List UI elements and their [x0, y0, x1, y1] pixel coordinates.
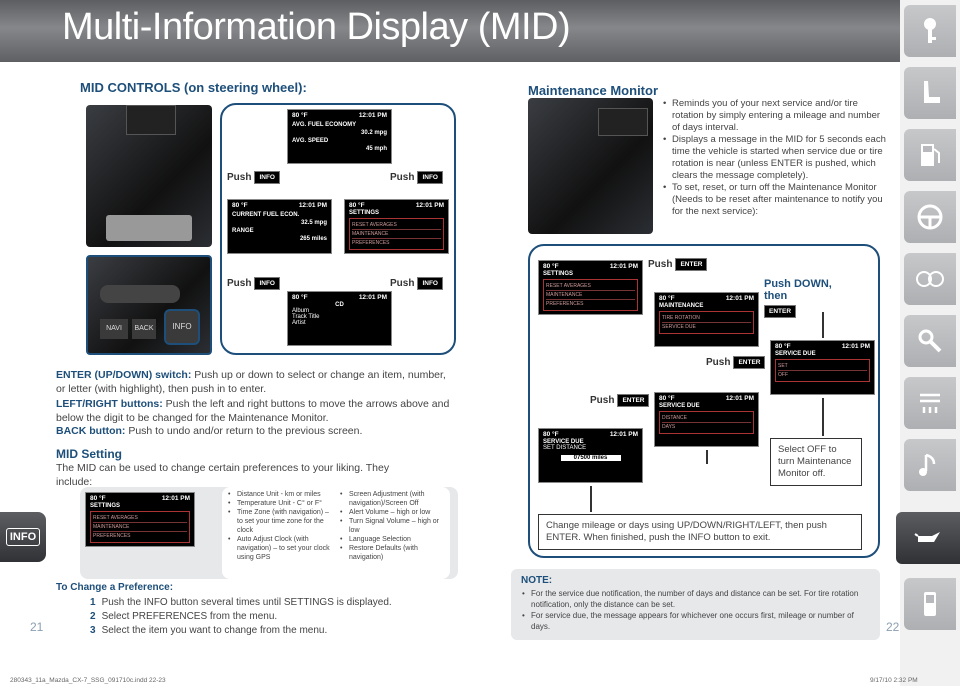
prefs-list-1: Distance Unit - km or milesTemperature U… [227, 490, 333, 576]
steering-controls-photo: NAVI BACK INFO [86, 255, 212, 355]
key-icon[interactable] [904, 5, 956, 57]
climate-icon[interactable] [904, 377, 956, 429]
steering-wheel-icon[interactable] [904, 191, 956, 243]
fuel-icon[interactable] [904, 129, 956, 181]
info-section-tab[interactable]: INFO [0, 512, 46, 562]
flow-arrow [590, 486, 592, 512]
section-sidebar [896, 0, 960, 686]
page-number-left: 21 [30, 620, 44, 634]
page-number-right: 22 [886, 620, 900, 634]
note-title: NOTE: [521, 575, 553, 586]
dashboard-photo [86, 105, 212, 247]
lr-desc: LEFT/RIGHT buttons: Push the left and ri… [56, 398, 450, 424]
phone-icon[interactable] [904, 578, 956, 630]
page-title: Multi-Information Display (MID) [62, 6, 571, 48]
enter-desc: ENTER (UP/DOWN) switch: Push up or down … [56, 369, 446, 395]
footer-date: 9/17/10 2:32 PM [870, 677, 918, 684]
mid-setting-text: The MID can be used to change certain pr… [56, 462, 390, 488]
info-tab-label: INFO [5, 528, 41, 546]
music-icon[interactable] [904, 439, 956, 491]
mid-controls-heading: MID CONTROLS (on steering wheel): [80, 80, 307, 95]
seat-icon[interactable] [904, 67, 956, 119]
flow-arrow [706, 450, 708, 464]
footer-file: 280343_11a_Mazda_CX-7_SSG_091710c.indd 2… [10, 677, 166, 684]
maintenance-bullets: Reminds you of your next service and/or … [662, 98, 887, 218]
prefs-list-2: Screen Adjustment (with navigation)/Scre… [339, 490, 445, 576]
page-header: Multi-Information Display (MID) [0, 0, 900, 62]
mid-setting-heading: MID Setting [56, 447, 122, 461]
flow-arrow [822, 398, 824, 436]
wrench-icon[interactable] [904, 315, 956, 367]
change-pref-heading: To Change a Preference: [56, 582, 174, 593]
maintenance-heading: Maintenance Monitor [528, 83, 659, 98]
off-note-box: Select OFF to turn Maintenance Monitor o… [770, 438, 862, 486]
back-desc: BACK button: Push to undo and/or return … [56, 425, 363, 437]
change-note-box: Change mileage or days using UP/DOWN/RIG… [538, 514, 862, 550]
note-box: NOTE: For the service due notification, … [511, 569, 880, 640]
maintenance-photo [528, 98, 653, 234]
oil-can-icon[interactable] [896, 512, 960, 564]
flow-arrow [822, 312, 824, 338]
gauge-icon[interactable] [904, 253, 956, 305]
